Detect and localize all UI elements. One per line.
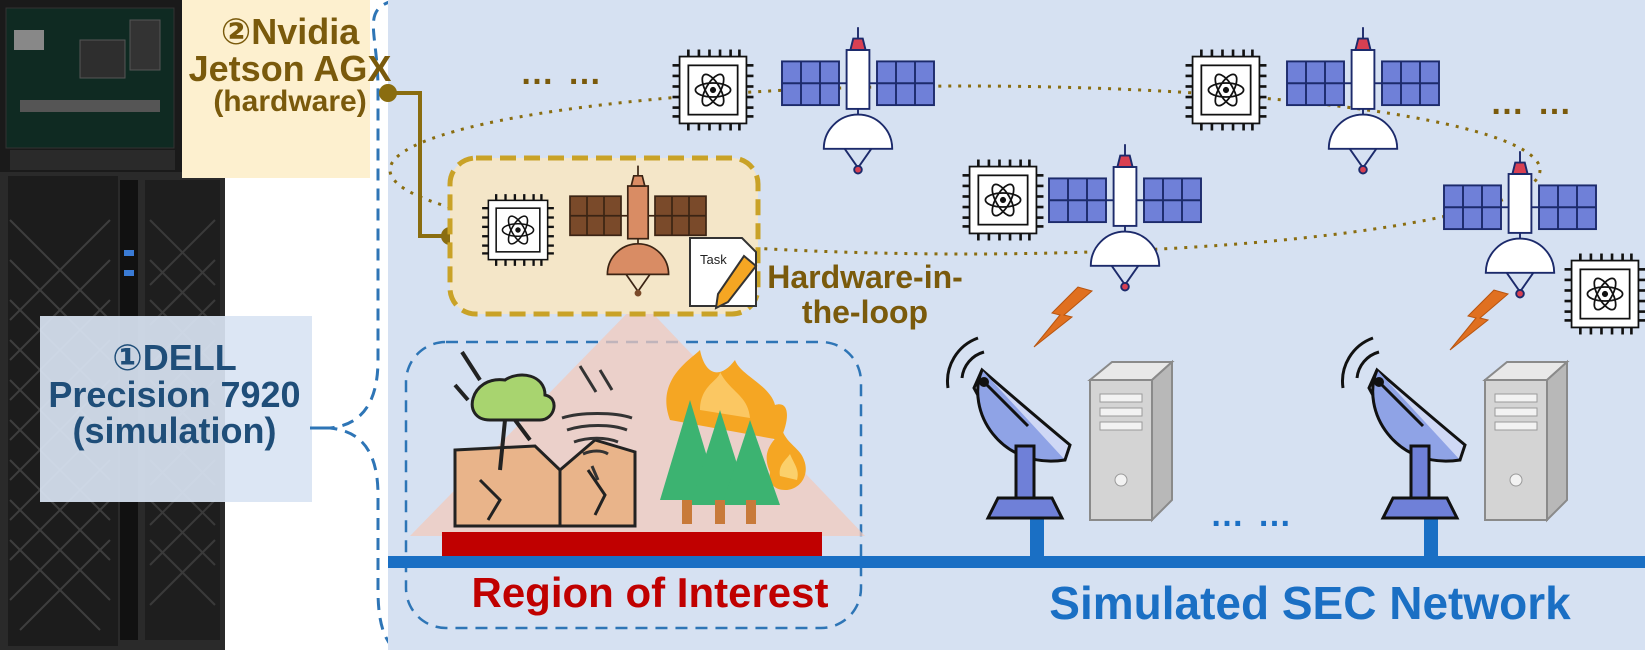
orbit-path [388,84,1542,256]
server-icon [1089,361,1173,521]
jetson-board-photo [0,0,182,172]
simulated-sec-network-label: Simulated SEC Network [1049,577,1571,629]
wildfire-icon [666,350,806,490]
network-post-1 [1030,518,1044,560]
earthquake-icon [453,350,637,528]
cpu-atom-icon [961,158,1045,242]
pencil-icon [714,254,758,310]
jetson-label: ②Nvidia Jetson AGX (hardware) [185,11,395,119]
server-icon [1484,361,1568,521]
task-note-text: Task [700,252,727,267]
jetson-subtitle: (hardware) [213,85,367,119]
dell-label: ①DELL Precision 7920 (simulation) [42,337,307,452]
task-note-icon: Task [689,237,757,307]
forest-icon [660,400,780,524]
hardware-in-the-loop-label: Hardware-in-the-loop [767,259,963,331]
jetson-title: ②Nvidia Jetson AGX [188,11,392,89]
dell-subtitle: (simulation) [72,410,277,452]
region-of-interest-label: Region of Interest [471,569,829,616]
ellipsis-orbit-right: … … [1490,84,1574,122]
cpu-atom-icon [1563,252,1645,336]
jetson-label-background [182,0,370,178]
hil-cpu-icon [480,192,556,268]
cpu-atom-icon [1184,48,1268,132]
dell-label-background [40,316,312,502]
region-ground-bar [442,532,822,556]
dell-title: ①DELL Precision 7920 [48,337,301,415]
ellipsis-ground: … … [1210,496,1294,534]
ellipsis-orbit-left: … … [520,54,604,92]
tree-icon [470,373,556,471]
network-post-2 [1424,518,1438,560]
hardware-link [388,91,450,238]
cpu-atom-icon [671,48,755,132]
brace [329,0,397,650]
tornado-icon [561,365,633,481]
network-line [388,556,1645,568]
link-endpoint-top [379,84,397,102]
